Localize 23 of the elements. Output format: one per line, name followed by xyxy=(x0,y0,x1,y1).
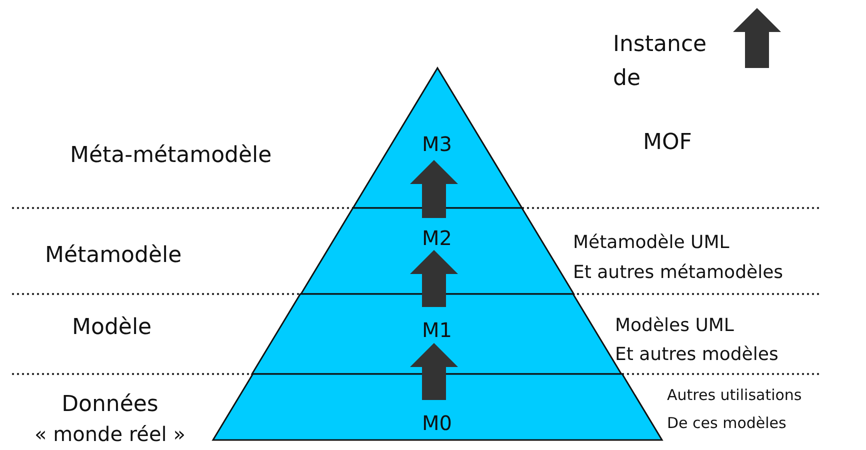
level-description: Modèles UML xyxy=(615,315,734,337)
level-description: Métamodèle xyxy=(45,243,182,270)
pyramid-level xyxy=(351,67,523,209)
level-label: M0 xyxy=(422,411,452,435)
level-description: Et autres métamodèles xyxy=(573,262,784,284)
instance-arrow xyxy=(410,343,458,400)
level-description: Autres utilisations xyxy=(667,386,802,404)
level-label: M2 xyxy=(422,226,452,250)
level-description: Et autres modèles xyxy=(615,344,778,366)
level-description: MOF xyxy=(643,130,692,156)
level-description: Métamodèle UML xyxy=(573,232,730,254)
level-label: M1 xyxy=(422,318,452,342)
level-description: Données xyxy=(60,392,160,418)
legend-text: Instance de xyxy=(613,31,708,94)
pyramid-level xyxy=(299,207,575,295)
instance-arrow xyxy=(410,250,458,307)
level-label: M3 xyxy=(422,132,452,156)
instance-arrow xyxy=(410,160,458,218)
pyramid-level xyxy=(211,373,663,441)
level-description: Modèle xyxy=(72,315,152,342)
level-description: Méta-métamodèle xyxy=(70,143,272,170)
level-description: De ces modèles xyxy=(667,414,786,432)
level-description: « monde réel » xyxy=(34,422,186,446)
